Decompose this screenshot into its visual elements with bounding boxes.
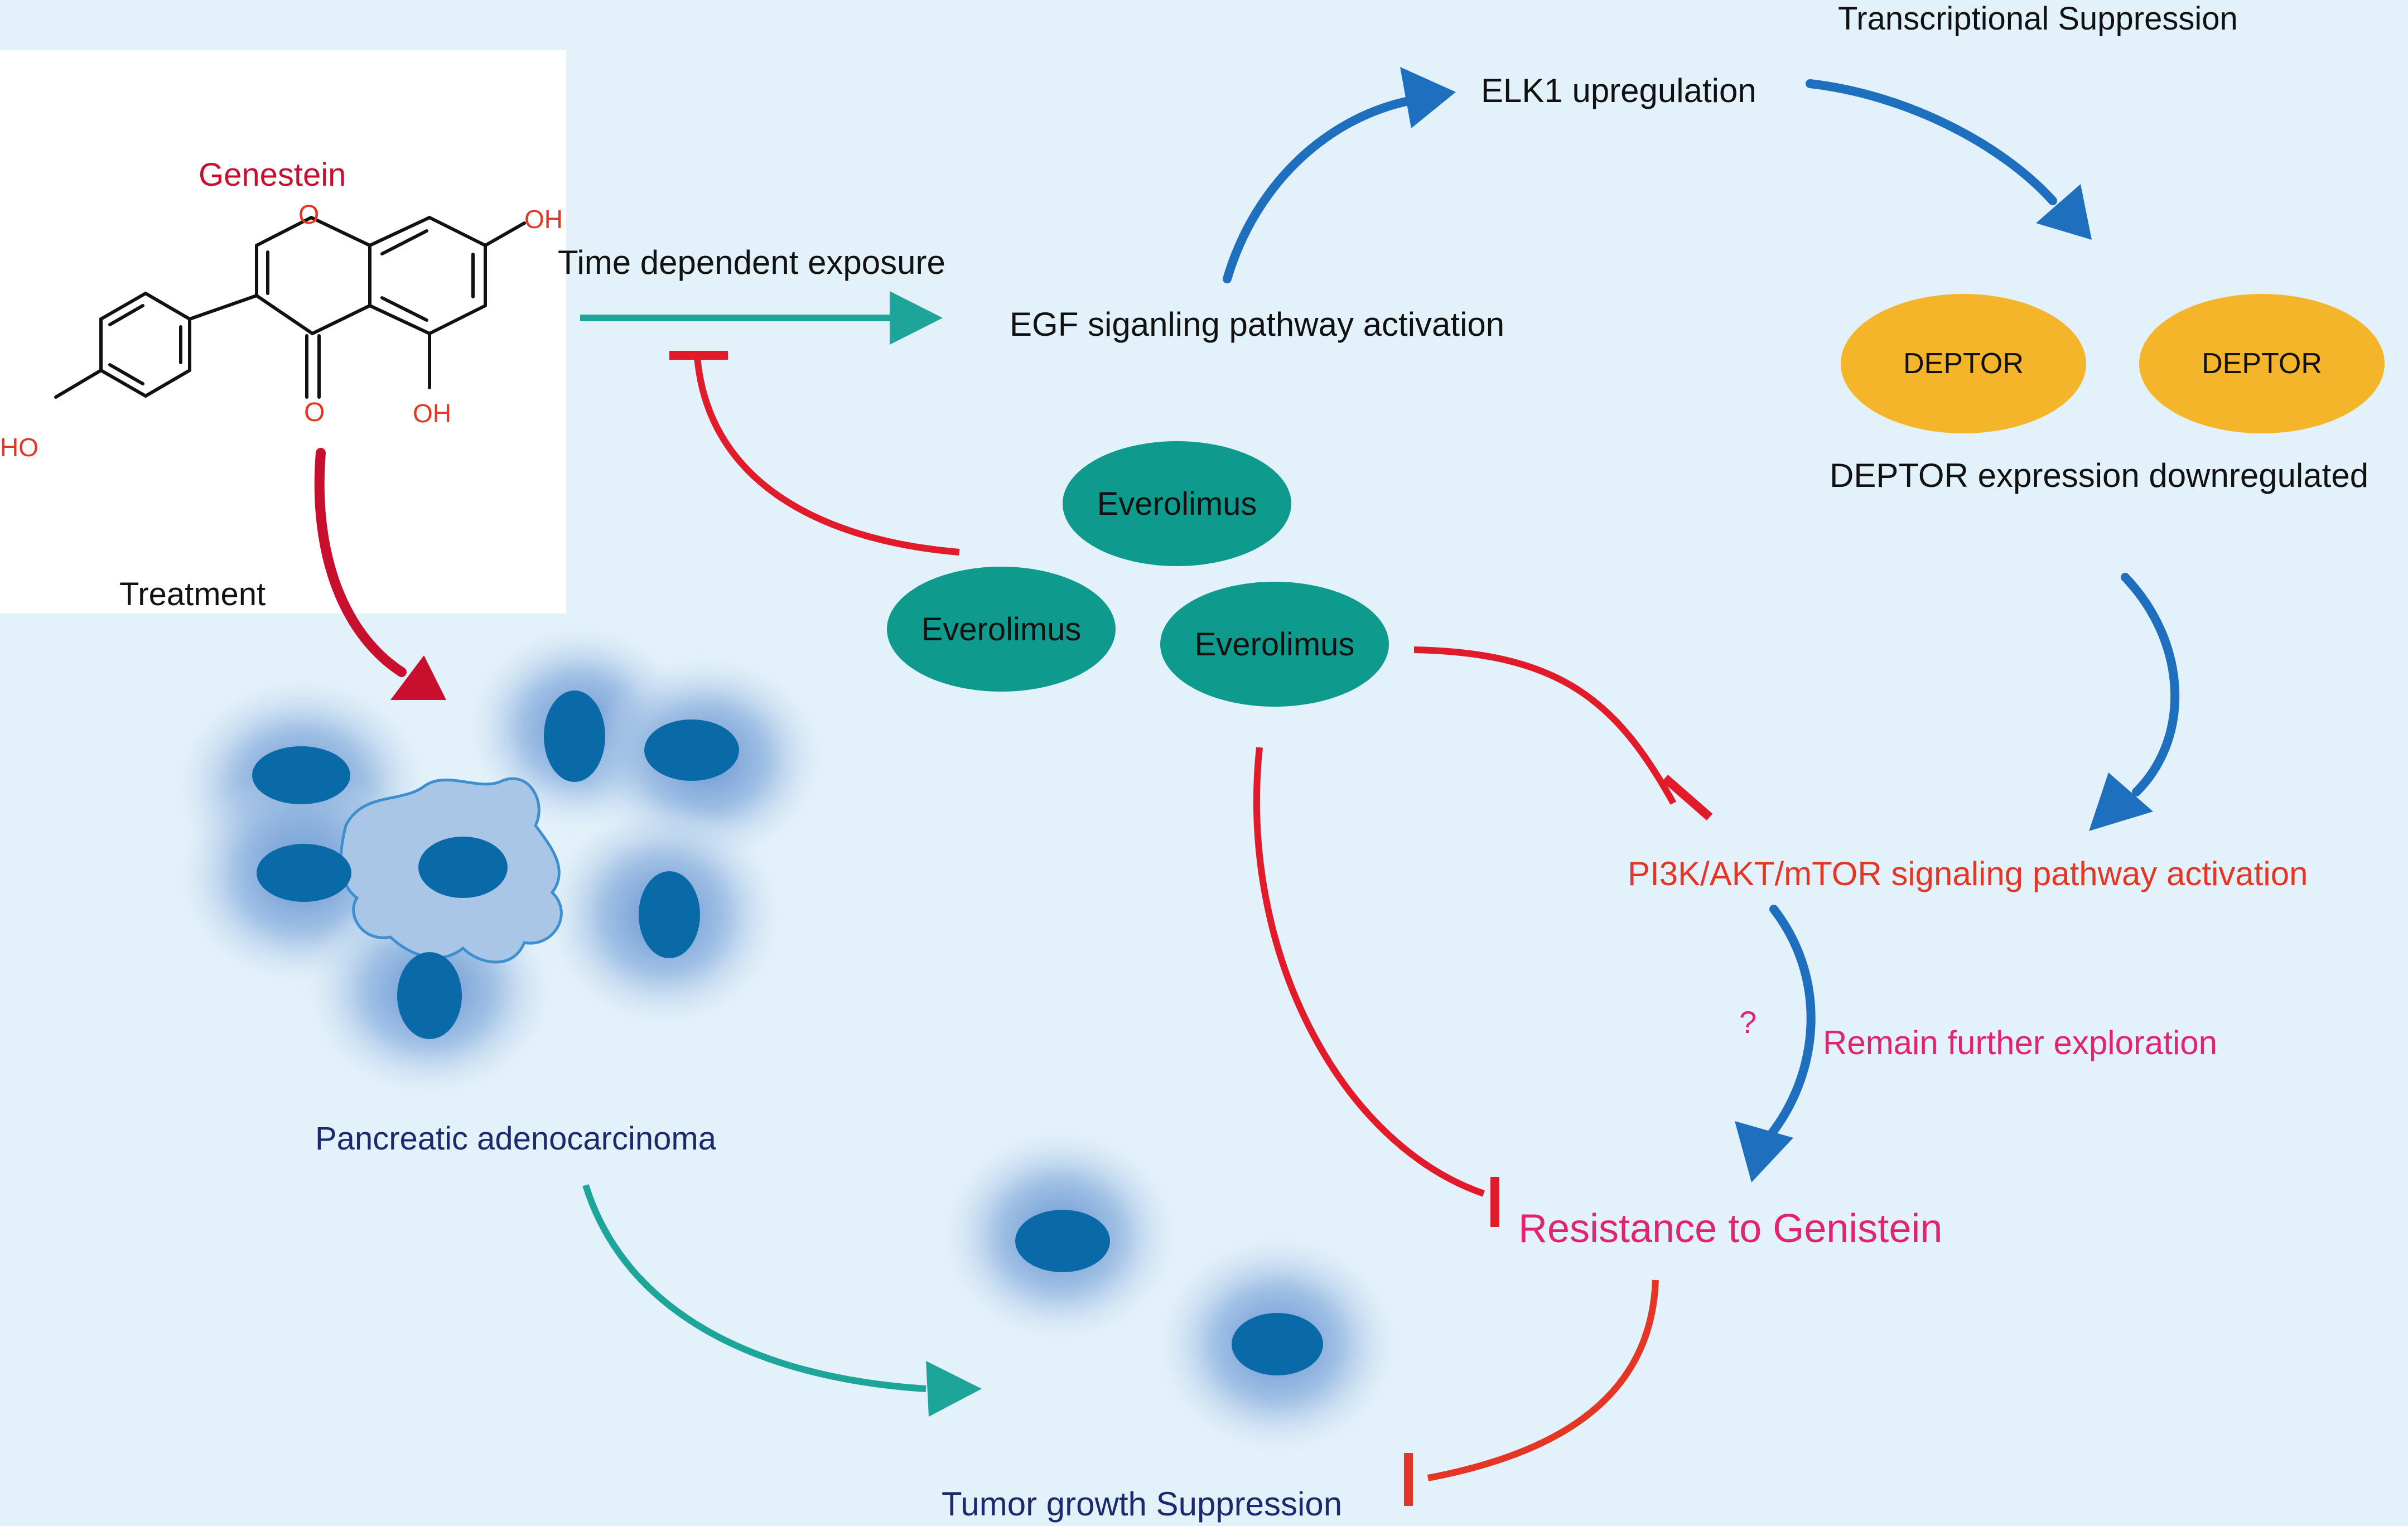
- deptor-downregulated-label: DEPTOR expression downregulated: [1830, 457, 2369, 494]
- deptor-1-label: DEPTOR: [1903, 347, 2024, 380]
- everolimus-node-top: [1063, 441, 1291, 566]
- pancreatic-label: Pancreatic adenocarcinoma: [315, 1121, 716, 1157]
- treatment-arrowhead: [390, 655, 446, 700]
- deptor-2-label: DEPTOR: [2202, 347, 2322, 380]
- ring-oxygen-atom: O: [298, 200, 320, 230]
- everolimus-node-right: [1160, 582, 1389, 707]
- genestein-label: Genestein: [199, 157, 346, 193]
- genistein-structure: [54, 216, 526, 399]
- pancreatic-cell-cluster: [181, 630, 817, 1090]
- everolimus-node-left: [887, 567, 1116, 692]
- exposure-arrowhead: [890, 291, 943, 345]
- tumor-arrowhead: [926, 1361, 982, 1417]
- deptor-node-1: [1841, 294, 2086, 433]
- everolimus-top-label: Everolimus: [1097, 485, 1257, 522]
- resistance-arrowhead: [1735, 1121, 1793, 1182]
- everolimus-right-label: Everolimus: [1194, 626, 1355, 663]
- ho-left-atom: HO: [0, 433, 38, 462]
- egf-label: EGF siganling pathway activation: [1010, 306, 1505, 343]
- everolimus-left-label: Everolimus: [921, 611, 1082, 648]
- transcriptional-label: Transcriptional Suppression: [1838, 1, 2238, 37]
- elk1-label: ELK1 upregulation: [1481, 72, 1756, 109]
- tumor-cells: [948, 1135, 1392, 1447]
- time-exposure-label: Time dependent exposure: [558, 244, 945, 281]
- question-mark: ?: [1739, 1005, 1757, 1040]
- oh-bottom-atom: OH: [413, 399, 451, 428]
- carbonyl-oxygen-atom: O: [304, 398, 325, 427]
- tumor-label: Tumor growth Suppression: [942, 1485, 1343, 1523]
- treatment-label: Treatment: [119, 576, 266, 612]
- pi3k-arrowhead: [2089, 772, 2153, 831]
- deptor-arrowhead: [2036, 184, 2092, 240]
- remain-label: Remain further exploration: [1823, 1024, 2218, 1061]
- elk1-arrowhead: [1400, 67, 1456, 128]
- oh-top-atom: OH: [524, 205, 563, 234]
- molecule-panel: [0, 50, 566, 614]
- resistance-label: Resistance to Genistein: [1518, 1206, 1943, 1251]
- deptor-node-2: [2139, 294, 2385, 433]
- pi3k-label: PI3K/AKT/mTOR signaling pathway activati…: [1628, 855, 2308, 892]
